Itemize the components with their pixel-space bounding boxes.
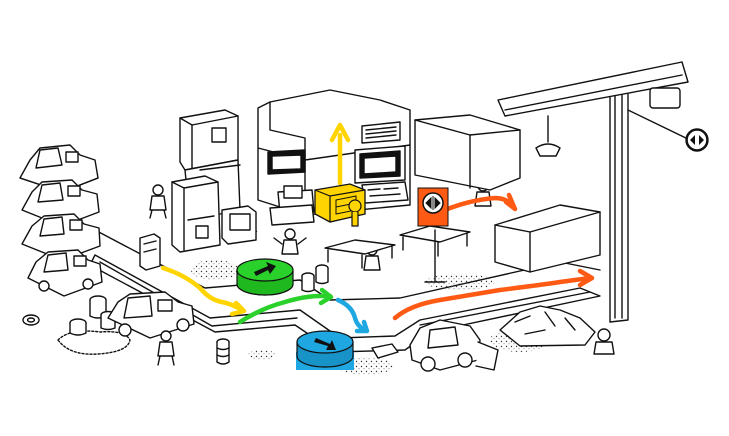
orange-route xyxy=(392,268,595,321)
yellow-route xyxy=(160,265,247,317)
split-arrows-icon xyxy=(690,135,704,145)
factory-building xyxy=(257,89,411,226)
warehouse-block xyxy=(414,114,521,191)
arrow-icon xyxy=(314,338,336,350)
shipping-container xyxy=(494,204,601,273)
tire xyxy=(22,314,40,326)
car-on-belt xyxy=(107,291,195,339)
crane-hook-sign[interactable] xyxy=(686,129,708,151)
worker-figure xyxy=(149,184,167,219)
barrel-stack xyxy=(216,338,230,365)
green-turntable-button[interactable] xyxy=(236,258,294,296)
bulldozer xyxy=(409,319,499,372)
work-table xyxy=(399,225,471,283)
worker-figure xyxy=(157,330,175,366)
cart xyxy=(371,343,399,359)
split-arrows-icon xyxy=(425,196,441,210)
crane xyxy=(497,61,709,323)
green-route xyxy=(237,287,334,325)
worker-figure xyxy=(273,228,307,255)
orange-route-upper xyxy=(442,192,518,213)
orange-switch-button[interactable] xyxy=(417,187,449,227)
car-stack xyxy=(19,144,103,297)
scrap-pile xyxy=(499,305,615,355)
work-table xyxy=(324,239,396,269)
storage-cabinets xyxy=(139,109,257,271)
yellow-up-route xyxy=(329,122,351,186)
arrow-icon xyxy=(254,262,276,276)
oil-puddle xyxy=(57,295,131,355)
barrel-group xyxy=(301,264,329,293)
yellow-machine-crate[interactable] xyxy=(314,183,366,227)
blue-turntable-button[interactable] xyxy=(296,330,354,370)
blue-route xyxy=(335,297,370,334)
